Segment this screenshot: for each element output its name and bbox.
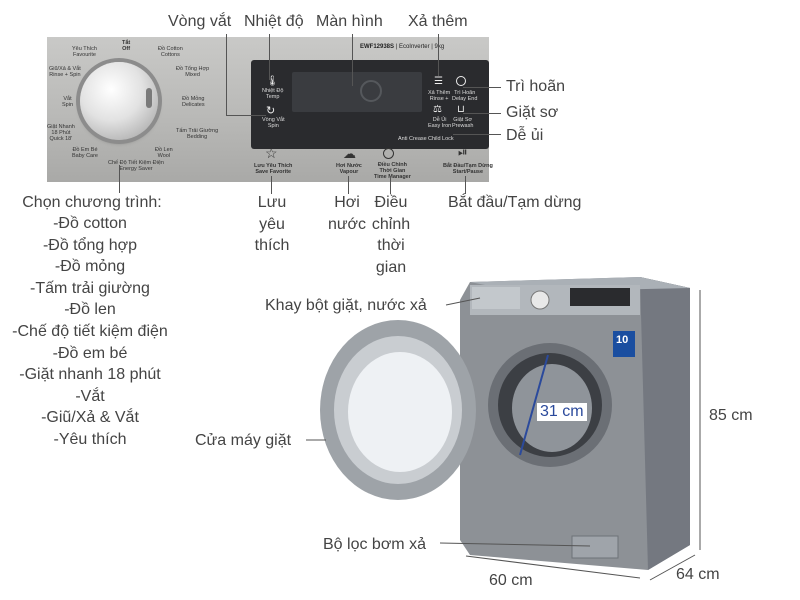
programs-title: Chọn chương trình: [22,194,162,211]
easy-iron-icon: ⚖ [433,104,442,115]
clock-icon [383,148,394,159]
program-item: -Yêu thích [53,430,127,448]
knob-label-rinse-spin: Giũ/Xả & Vắt Rinse + Spin [49,66,81,79]
lcd-label-easy-iron: Dễ Ủi Easy Iron [428,117,452,130]
knob-label-baby: Đồ Em Bé Baby Care [72,147,98,160]
programs-list: -Đồ cotton -Đồ tổng hợp -Đồ mỏng -Tấm trải … [0,213,180,451]
callout-easy-iron: Dễ ủi [506,127,544,144]
warranty-badge [613,331,635,357]
spin-icon: ↻ [266,105,276,117]
callout-drain-filter: Bộ lọc bơm xả [323,536,426,553]
callout-line-spin-h [226,115,266,116]
callout-save-favorite: Lưu yêu thích [254,194,290,255]
callout-spin: Vòng vắt [168,13,232,30]
callout-line-easy-iron [453,134,501,135]
knob-label-quick18: Giặt Nhanh 18 Phút Quick 18' [47,124,75,143]
callout-extra-rinse: Xả thêm [408,13,468,30]
callout-display: Màn hình [316,13,383,30]
callout-line-extra-rinse [438,34,439,76]
callout-line-temp [269,34,270,80]
height-label: 85 cm [709,407,753,424]
knob-label-spin: Vắt Spin [62,96,74,109]
inverter-label: EcoInverter [398,44,430,50]
callout-start-pause: Bắt đầu/Tạm dừng [448,194,582,211]
program-item: -Giũ/Xả & Vắt [41,409,139,427]
filter-cover [571,535,619,559]
callout-line-steam [348,176,349,194]
callout-line-spin [226,34,227,116]
knob-label-delicates: Đồ Mỏng Delicates [182,96,205,109]
model-strip: EWF12938S | EcoInverter | 9kg [360,44,445,50]
knob-label-mixed: Đồ Tổng Hợp Mixed [176,66,210,79]
vapour-label: Hơi Nước Vapour [336,163,362,176]
callout-prewash: Giặt sơ [506,104,559,121]
callout-line-drawer [445,297,481,306]
knob-label-favorite: Yêu Thích Favourite [72,46,97,59]
program-item: -Đồ len [64,301,116,319]
program-item: -Đồ cotton [53,215,127,232]
lcd-label-spin: Vòng Vắt Spin [262,117,285,130]
capacity-label: 9kg [434,44,445,50]
prewash-icon: ⊔ [457,104,465,115]
lcd-label-child-lock: Child Lock [428,136,454,142]
callout-line-filter [439,542,591,547]
program-item: -Vắt [75,387,105,405]
knob-label-off: Tắt Off [122,40,131,53]
start-pause-label: Bắt Đầu/Tạm Dừng Start/Pause [443,163,493,176]
star-icon: ☆ [265,145,278,161]
callout-line-delay [463,87,501,88]
time-manager-label: Điều Chỉnh Thời Gian Time Manager [374,162,411,181]
save-favorite-label: Lưu Yêu Thích Save Favorite [254,163,293,176]
callout-line-time [390,176,391,194]
program-item: -Đồ em bé [52,344,128,362]
callout-line-prewash [463,113,501,114]
knob-label-wool: Đồ Len Wool [155,147,173,160]
door-diameter-label: 31 cm [537,403,587,421]
machine-side [640,277,690,570]
knob-label-energy: Chế Độ Tiết Kiệm Điện Energy Saver [108,160,164,173]
depth-label: 64 cm [676,566,720,583]
knob-label-bedding: Tấm Trải Giường Bedding [176,128,219,141]
width-line [465,555,641,579]
callout-line-display [352,34,353,86]
callout-delay: Trì hoãn [506,78,565,95]
lcd-screen [292,72,422,112]
callout-line-programs [119,165,120,193]
door-glass [348,352,452,472]
program-item: -Tấm trải giường [30,279,150,297]
callout-temp: Nhiệt độ [244,13,304,30]
lcd-label-temp: Nhiệt Độ Temp [262,88,284,101]
program-item: -Đồ tổng hợp [42,236,138,254]
program-dial-pointer [146,88,152,108]
callout-detergent-drawer: Khay bột giặt, nước xả [265,297,427,314]
machine-lcd [570,288,630,306]
callout-steam: Hơi nước [327,194,367,233]
thermometer-icon: 🌡 [266,76,279,87]
lcd-label-delay: Trì Hoãn Delay End [452,90,478,103]
rinse-plus-icon: ☰ [434,76,443,87]
cloud-icon: ☁ [343,146,356,161]
knob-label-cotton: Đồ Cotton Cottons [158,46,183,59]
program-dial[interactable] [80,62,158,140]
program-item: -Giặt nhanh 18 phút [19,366,161,384]
machine-knob [530,290,550,310]
detergent-drawer [472,287,520,309]
door-diameter-line [519,354,549,456]
delay-icon [456,76,466,86]
lcd-label-prewash: Giặt Sơ Prewash [452,117,474,130]
callout-door: Cửa máy giặt [195,432,292,449]
lcd-label-anti-crease: Anti Crease [398,136,427,142]
lcd-label-rinse-plus: Xả Thêm Rinse + [428,90,451,103]
callout-line-save-fav [271,176,272,194]
lcd-timer-icon [360,80,382,102]
callout-time-adjust: Điều chỉnh thời gian [371,194,411,276]
program-item: -Chế độ tiết kiệm điện [12,322,168,340]
width-label: 60 cm [489,572,533,589]
depth-line [649,554,696,581]
callout-line-start [465,176,466,194]
play-pause-icon: ⏯ [458,145,468,159]
badge-text: 10 [616,334,629,346]
program-item: -Đồ mỏng [54,258,126,276]
model-number: EWF12938S [360,44,395,50]
